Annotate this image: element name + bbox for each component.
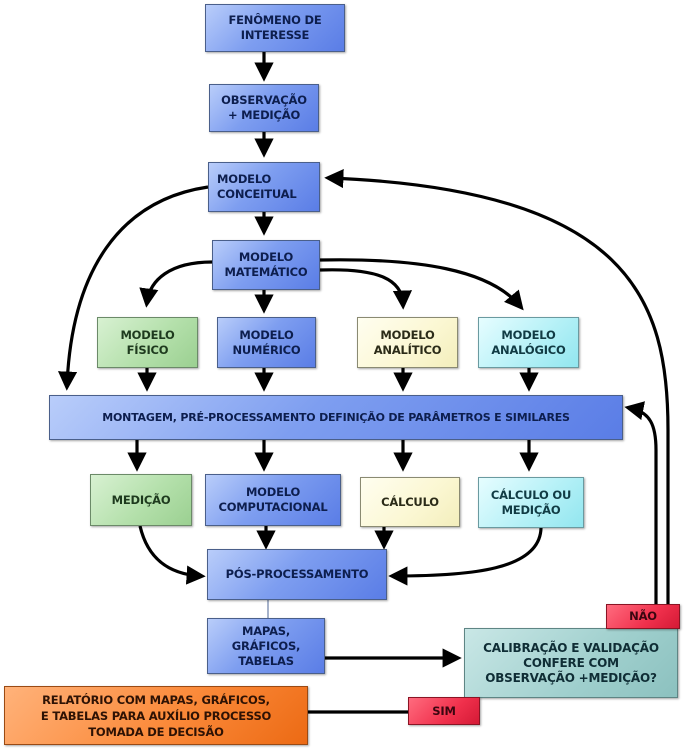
node-label-line: ANALÓGICO xyxy=(491,342,566,357)
node-label-line: TOMADA DE DECISÃO xyxy=(88,724,224,739)
edge-nao-montagem xyxy=(624,401,658,604)
edge-calculo-ou-medicao-pos xyxy=(388,527,543,586)
node-label-line: MODELO xyxy=(501,327,556,342)
node-label-line: + MEDIÇÃO xyxy=(227,108,301,122)
node-label-line: FENÔMENO DE xyxy=(228,13,322,27)
node-label-line: MONTAGEM, PRÉ-PROCESSAMENTO DEFINIÇÃO DE… xyxy=(102,411,570,424)
edge-nao-conceitual xyxy=(324,168,670,604)
decision-label: SIM xyxy=(432,703,456,718)
node-label-line: COMPUTACIONAL xyxy=(218,500,328,514)
node-label-line: MODELO xyxy=(239,327,294,342)
node-medicao: MEDIÇÃO xyxy=(90,474,192,526)
node-label-line: MODELO xyxy=(217,172,272,186)
node-label-line: PÓS-PROCESSAMENTO xyxy=(225,567,369,581)
node-calculo: CÁLCULO xyxy=(360,477,460,527)
node-label-line: OBSERVAÇÃO +MEDIÇÃO? xyxy=(485,670,657,685)
node-label-line: CÁLCULO OU xyxy=(490,487,572,502)
node-label-line: INTERESSE xyxy=(240,28,310,42)
node-label-line: MODELO xyxy=(120,327,175,342)
node-pos-processamento: PÓS-PROCESSAMENTO xyxy=(207,549,387,600)
node-label-line: ANALÍTICO xyxy=(373,342,442,357)
decision-label: NÃO xyxy=(629,609,657,623)
decision-nao: NÃO xyxy=(606,604,680,629)
node-relatorio: RELATÓRIO COM MAPAS, GRÁFICOS,E TABELAS … xyxy=(4,686,308,745)
node-label-line: E TABELAS PARA AUXÍLIO PROCESSO xyxy=(40,708,272,723)
node-label-line: MODELO xyxy=(238,250,294,264)
node-label-line: MEDIÇÃO xyxy=(111,492,171,507)
edge-matematico-analitico xyxy=(319,268,413,310)
node-label-line: CONFERE COM xyxy=(523,655,619,670)
node-label-line: MEDIÇÃO xyxy=(501,502,561,517)
node-label-line: CÁLCULO xyxy=(381,494,439,509)
edge-conceitual-montagem xyxy=(57,185,209,391)
edge-matematico-fisico xyxy=(139,260,213,308)
node-label-line: NUMÉRICO xyxy=(232,342,301,357)
node-label-line: MODELO xyxy=(245,485,301,499)
node-label-line: TABELAS xyxy=(238,653,294,668)
node-label-line: MAPAS, GRÁFICOS, xyxy=(231,623,301,653)
edge-medicao-pos xyxy=(138,525,206,585)
decision-sim: SIM xyxy=(408,697,480,725)
node-observacao-medicao: OBSERVAÇÃO+ MEDIÇÃO xyxy=(209,84,319,132)
node-label-line: RELATÓRIO COM MAPAS, GRÁFICOS, xyxy=(42,692,270,707)
node-label-line: CALIBRAÇÃO E VALIDAÇÃO xyxy=(483,640,659,655)
node-label-line: MODELO xyxy=(380,327,435,342)
node-label-line: CONCEITUAL xyxy=(217,187,297,201)
node-label-line: MATEMÁTICO xyxy=(224,265,308,279)
edge-matematico-analogico xyxy=(319,258,524,311)
node-mapas-graficos-tabelas: MAPAS, GRÁFICOS,TABELAS xyxy=(207,618,325,674)
node-montagem-pre-processamento: MONTAGEM, PRÉ-PROCESSAMENTO DEFINIÇÃO DE… xyxy=(49,395,623,440)
node-label-line: FÍSICO xyxy=(126,342,169,357)
node-label-line: OBSERVAÇÃO xyxy=(221,93,307,107)
